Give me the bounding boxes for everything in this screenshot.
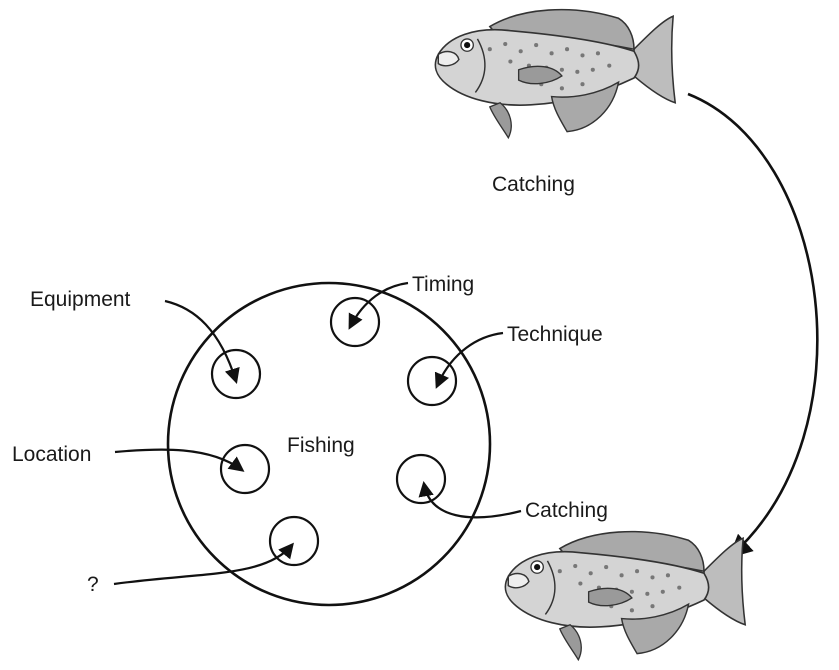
crappie-fish-icon — [435, 10, 675, 138]
catching-node — [397, 455, 445, 503]
location-node — [221, 445, 269, 493]
technique-arrow — [437, 333, 503, 386]
location-label: Location — [12, 443, 91, 466]
technique-label: Technique — [507, 323, 603, 346]
top-fish-caption: Catching — [492, 173, 575, 196]
equipment-node — [212, 350, 260, 398]
unknown-label: ? — [87, 573, 99, 596]
unknown-arrow — [114, 545, 292, 584]
timing-node — [331, 298, 379, 346]
return-arrow — [688, 94, 817, 555]
equipment-arrow — [165, 301, 236, 381]
crappie-fish-icon — [505, 532, 745, 660]
location-arrow — [115, 450, 242, 470]
equipment-label: Equipment — [30, 288, 131, 311]
catching-arrow — [424, 484, 521, 517]
timing-label: Timing — [412, 273, 474, 296]
center-label: Fishing — [287, 434, 355, 457]
catching-label: Catching — [525, 499, 608, 522]
